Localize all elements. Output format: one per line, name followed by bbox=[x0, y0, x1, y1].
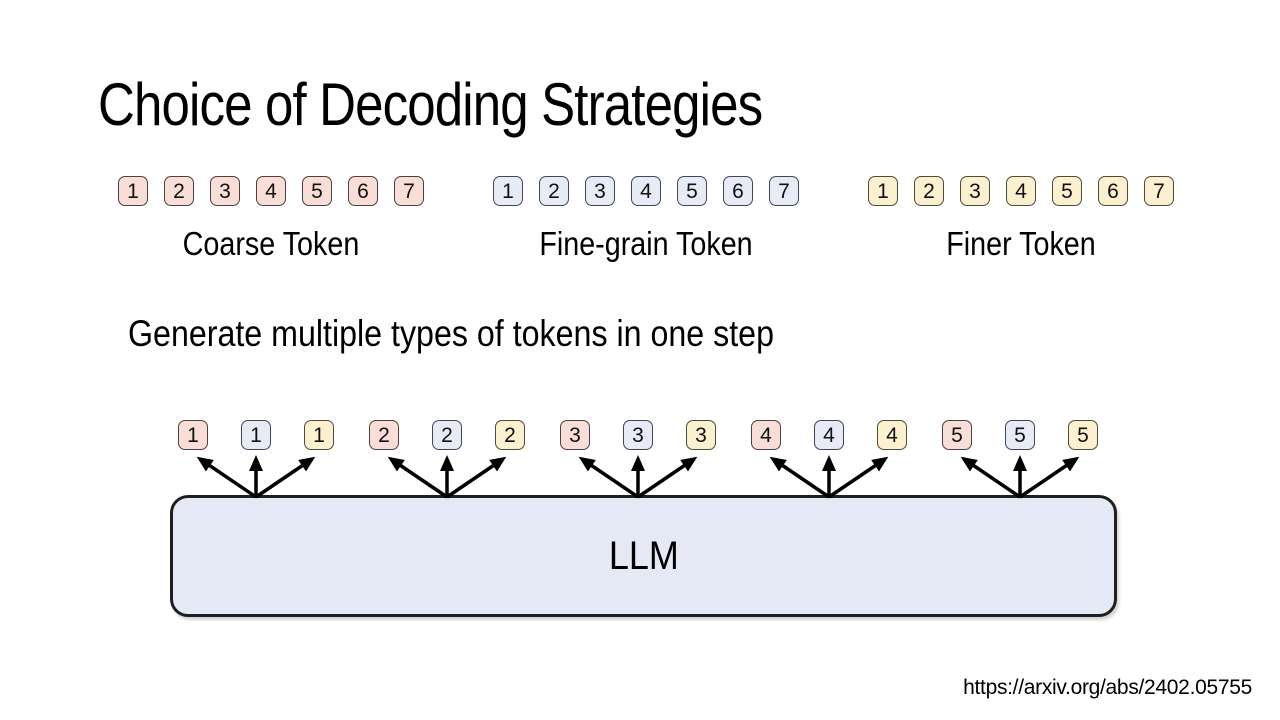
output-token-box: 4 bbox=[751, 420, 781, 450]
finer-token-box: 1 bbox=[868, 176, 898, 206]
output-token-box: 4 bbox=[877, 420, 907, 450]
finer-token-box: 6 bbox=[1098, 176, 1128, 206]
finer-token-box: 4 bbox=[1006, 176, 1036, 206]
output-token-box: 3 bbox=[686, 420, 716, 450]
output-token-box: 2 bbox=[495, 420, 525, 450]
output-token-box: 2 bbox=[369, 420, 399, 450]
llm-output-arrow bbox=[637, 456, 698, 499]
fine-token-box: 7 bbox=[769, 176, 799, 206]
output-token-box: 3 bbox=[623, 420, 653, 450]
fine-token-box: 3 bbox=[585, 176, 615, 206]
output-token-box: 3 bbox=[560, 420, 590, 450]
output-token-box: 1 bbox=[178, 420, 208, 450]
llm-output-arrow bbox=[828, 456, 889, 499]
finer-token-label: Finer Token bbox=[946, 225, 1096, 262]
output-token-box: 5 bbox=[1068, 420, 1098, 450]
llm-output-arrow bbox=[960, 456, 1021, 499]
fine-token-box: 6 bbox=[723, 176, 753, 206]
footer-url: https://arxiv.org/abs/2402.05755 bbox=[963, 676, 1252, 699]
finer-token-box: 5 bbox=[1052, 176, 1082, 206]
subtitle-text: Generate multiple types of tokens in one… bbox=[128, 313, 774, 354]
output-token-box: 4 bbox=[814, 420, 844, 450]
llm-output-arrow bbox=[387, 456, 448, 499]
coarse-token-box: 4 bbox=[256, 176, 286, 206]
fine-token-box: 2 bbox=[539, 176, 569, 206]
output-token-box: 1 bbox=[241, 420, 271, 450]
coarse-token-box: 1 bbox=[118, 176, 148, 206]
llm-output-arrow bbox=[255, 456, 316, 499]
fine-token-box: 5 bbox=[677, 176, 707, 206]
fine-grain-token-label: Fine-grain Token bbox=[539, 225, 753, 262]
llm-output-arrow bbox=[196, 456, 257, 499]
llm-output-arrow bbox=[769, 456, 830, 499]
fine-token-box: 4 bbox=[631, 176, 661, 206]
finer-token-box: 2 bbox=[914, 176, 944, 206]
finer-token-box: 3 bbox=[960, 176, 990, 206]
coarse-token-box: 3 bbox=[210, 176, 240, 206]
coarse-token-box: 2 bbox=[164, 176, 194, 206]
fine-token-box: 1 bbox=[493, 176, 523, 206]
output-token-box: 5 bbox=[1005, 420, 1035, 450]
page-title: Choice of Decoding Strategies bbox=[98, 71, 763, 138]
llm-output-arrow bbox=[578, 456, 639, 499]
output-token-box: 1 bbox=[304, 420, 334, 450]
coarse-token-box: 7 bbox=[394, 176, 424, 206]
finer-token-box: 7 bbox=[1144, 176, 1174, 206]
llm-label: LLM bbox=[608, 533, 679, 578]
output-token-box: 5 bbox=[942, 420, 972, 450]
output-token-box: 2 bbox=[432, 420, 462, 450]
coarse-token-label: Coarse Token bbox=[182, 225, 360, 262]
coarse-token-box: 5 bbox=[302, 176, 332, 206]
llm-output-arrow bbox=[1019, 456, 1080, 499]
coarse-token-box: 6 bbox=[348, 176, 378, 206]
llm-output-arrow bbox=[446, 456, 507, 499]
llm-box: LLM bbox=[170, 495, 1117, 617]
